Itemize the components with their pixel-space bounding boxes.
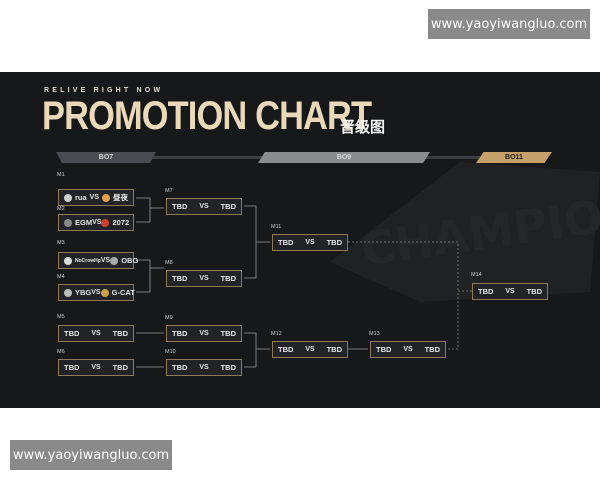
match-label-m4: M4: [57, 274, 65, 280]
team1-m9: TBD: [172, 329, 188, 338]
vs-label: VS: [199, 203, 209, 210]
watermark-bottom: www.yaoyiwangluo.com: [10, 440, 172, 470]
match-m5[interactable]: TBD VS TBD: [58, 325, 134, 342]
team1-m10: TBD: [172, 363, 188, 372]
match-label-m7: M7: [165, 188, 173, 194]
vs-label: VS: [89, 194, 99, 201]
vs-label: VS: [199, 364, 209, 371]
team1-m7: TBD: [172, 202, 188, 211]
match-label-m8: M8: [165, 260, 173, 266]
team2-m11: TBD: [326, 238, 342, 247]
team2-m7: TBD: [220, 202, 236, 211]
team2-m5: TBD: [112, 329, 128, 338]
team1-m11: TBD: [278, 238, 294, 247]
team1-m14: TBD: [478, 287, 494, 296]
team1-m12: TBD: [278, 345, 294, 354]
vs-label: VS: [199, 330, 209, 337]
team2-m8: TBD: [220, 274, 236, 283]
team1-m8: TBD: [172, 274, 188, 283]
team1-m6: TBD: [64, 363, 80, 372]
match-m6[interactable]: TBD VS TBD: [58, 359, 134, 376]
vs-label: VS: [305, 239, 315, 246]
promotion-chart-board: CHAMPIONS RELIVE RIGHT NOW PROMOTION CHA…: [0, 72, 600, 408]
match-label-m5: M5: [57, 314, 65, 320]
team1-m2: EGM: [64, 218, 92, 227]
match-label-m3: M3: [57, 240, 65, 246]
cat-icon: [100, 288, 109, 297]
stage-track: [426, 156, 480, 159]
match-label-m14: M14: [471, 272, 482, 278]
bird-icon: [101, 193, 110, 202]
match-m7[interactable]: TBD VS TBD: [166, 198, 242, 215]
team2-m6: TBD: [112, 363, 128, 372]
match-m2[interactable]: EGM VS 2072: [58, 214, 134, 231]
team1-m3: NoCrowHp: [64, 256, 101, 265]
vs-label: VS: [100, 257, 111, 264]
match-m11[interactable]: TBD VS TBD: [272, 234, 348, 251]
page-title: PROMOTION CHART: [42, 94, 372, 138]
match-m4[interactable]: YBG VS G-CAT: [58, 284, 135, 301]
team1-m4: YBG: [64, 288, 91, 297]
match-m14[interactable]: TBD VS TBD: [472, 283, 548, 300]
stage-track: [150, 156, 262, 159]
team2-m1: 昼夜: [101, 192, 128, 203]
team2-m9: TBD: [220, 329, 236, 338]
team2-m4: G-CAT: [100, 288, 135, 297]
match-label-m13: M13: [369, 331, 380, 337]
vs-label: VS: [91, 289, 101, 296]
team2-m13: TBD: [424, 345, 440, 354]
match-label-m1: M1: [57, 172, 65, 178]
vs-label: VS: [92, 219, 102, 226]
bracket-connectors: [136, 197, 472, 368]
spiral-icon: [64, 193, 72, 202]
match-m1[interactable]: rua VS 昼夜: [58, 189, 134, 206]
crow-icon: [64, 256, 72, 265]
vs-label: VS: [199, 275, 209, 282]
match-label-m2: M2: [57, 206, 65, 212]
stage-bo11: BO11: [476, 152, 552, 163]
team2-m3: OBG: [110, 256, 138, 265]
vs-label: VS: [403, 346, 413, 353]
match-label-m9: M9: [165, 315, 173, 321]
match-label-m6: M6: [57, 349, 65, 355]
stage-bo9: BO9: [258, 152, 430, 163]
team2-m12: TBD: [326, 345, 342, 354]
champions-logo-watermark-icon: CHAMPIONS: [330, 162, 600, 302]
tagline: RELIVE RIGHT NOW: [44, 87, 164, 94]
match-label-m11: M11: [271, 224, 282, 230]
team1-m5: TBD: [64, 329, 80, 338]
match-m10[interactable]: TBD VS TBD: [166, 359, 242, 376]
2072-logo-icon: [101, 218, 110, 227]
match-label-m12: M12: [271, 331, 282, 337]
obg-logo-icon: [110, 256, 119, 265]
match-label-m10: M10: [165, 349, 176, 355]
page-subtitle: 晋级图: [340, 118, 386, 136]
ybg-logo-icon: [64, 288, 72, 297]
vs-label: VS: [91, 364, 101, 371]
vs-label: VS: [91, 330, 101, 337]
team2-m10: TBD: [220, 363, 236, 372]
vs-label: VS: [505, 288, 515, 295]
match-m9[interactable]: TBD VS TBD: [166, 325, 242, 342]
watermark-top: www.yaoyiwangluo.com: [428, 9, 590, 39]
match-m13[interactable]: TBD VS TBD: [370, 341, 446, 358]
match-m8[interactable]: TBD VS TBD: [166, 270, 242, 287]
stage-bo7: BO7: [56, 152, 156, 163]
match-m12[interactable]: TBD VS TBD: [272, 341, 348, 358]
match-m3[interactable]: NoCrowHp VS OBG: [58, 252, 138, 269]
egm-logo-icon: [64, 218, 72, 227]
vs-label: VS: [305, 346, 315, 353]
team2-m14: TBD: [526, 287, 542, 296]
team1-m1: rua: [64, 193, 87, 202]
team2-m2: 2072: [101, 218, 129, 227]
team1-m13: TBD: [376, 345, 392, 354]
